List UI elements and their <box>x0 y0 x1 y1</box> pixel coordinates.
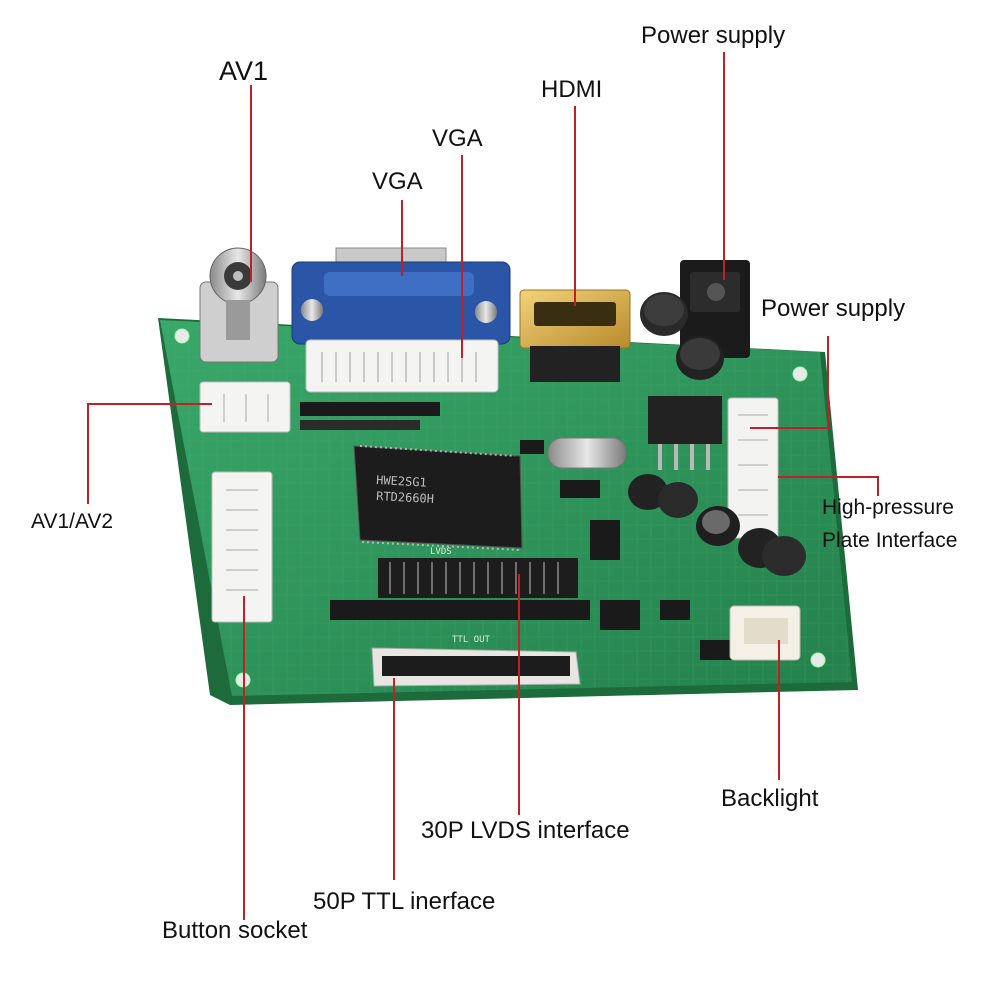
lvds-pin-header: LVDS <box>378 547 578 598</box>
vga-connector <box>291 247 511 345</box>
capacitors-bottom <box>628 474 806 576</box>
crystal-oscillator <box>547 437 627 469</box>
hdmi-connector <box>519 289 631 382</box>
label-vga-upper: VGA <box>432 125 483 152</box>
chip-sub-text: HWE2SG1 <box>376 473 427 490</box>
main-chip: RTD2660H HWE2SG1 <box>353 445 523 551</box>
av-header <box>199 381 291 433</box>
smd-components <box>300 402 740 660</box>
label-ttl-interface: 50P TTL inerface <box>313 888 496 915</box>
label-button-socket: Button socket <box>162 917 308 944</box>
label-high-pressure-line1: High-pressure <box>822 496 954 519</box>
label-power-supply-side: Power supply <box>761 295 906 322</box>
leader-lines <box>87 52 879 920</box>
vga-header <box>305 339 499 393</box>
backlight-connector <box>729 605 801 661</box>
label-vga-lower: VGA <box>372 168 423 195</box>
leader-av1-av2 <box>87 403 212 504</box>
power-jack <box>680 260 750 358</box>
leader-power-side <box>750 336 829 429</box>
label-hdmi: HDMI <box>541 76 603 103</box>
ttl-fpc-connector: TTL OUT <box>371 635 581 687</box>
button-socket-header <box>211 471 273 623</box>
label-power-supply-top: Power supply <box>641 22 786 49</box>
leader-high-pressure <box>778 476 879 496</box>
label-av1: AV1 <box>219 56 269 86</box>
label-lvds-interface: 30P LVDS interface <box>421 817 630 844</box>
av1-rca-connector <box>199 247 279 363</box>
ttl-silk-text: TTL OUT <box>452 635 491 645</box>
chip-main-text: RTD2660H <box>376 489 434 506</box>
label-av1-av2: AV1/AV2 <box>31 510 114 533</box>
capacitors-top <box>640 292 724 380</box>
voltage-regulator <box>648 396 722 470</box>
label-backlight: Backlight <box>721 785 819 812</box>
lvds-silk-text: LVDS <box>430 547 452 557</box>
label-high-pressure-line2: Plate Interface <box>822 529 958 552</box>
